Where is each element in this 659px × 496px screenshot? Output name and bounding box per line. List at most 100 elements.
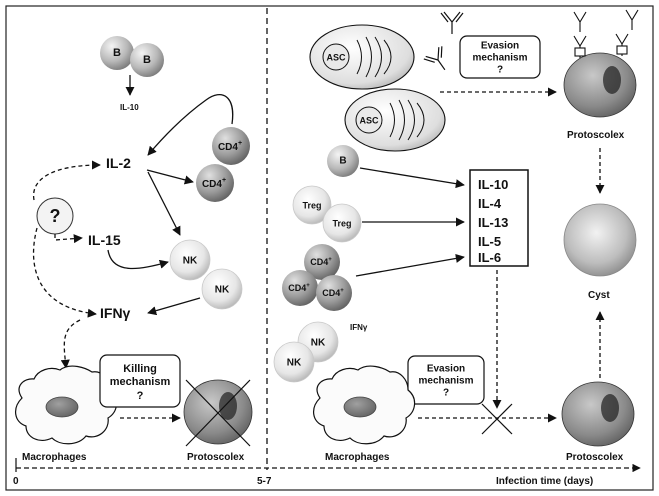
treg-cell-1-label: Treg [302,200,321,210]
cross-line-2 [185,379,251,447]
treg-cell-2-label: Treg [332,218,351,228]
protoscolex-bottom [561,381,635,447]
cd4-cell-1 [212,127,250,165]
macrophage-right-nucleus [343,396,377,418]
right-panel: ASC ASC Evasion mechanism ? [273,9,639,463]
asc-cell-1-er-4 [383,39,392,75]
evasion-top-line1: Evasion [481,41,519,52]
evasion-bottom-line2: mechanism [418,376,473,387]
treg-cell-2 [322,203,362,243]
protoscolex-bottom-dark-spot [601,394,619,422]
antibody-icon-2 [423,46,446,71]
cytokine-il10: IL-10 [478,177,508,192]
cytokine-il4: IL-4 [478,196,502,211]
il2-to-nk-arrow [147,171,181,236]
time-axis-start-label: 0 [13,476,19,487]
b-cell-right [327,145,359,177]
cyst [563,203,637,277]
treg-cell-1 [292,185,332,225]
q-to-il2-arrow [33,160,101,201]
nk-right-2 [273,341,315,383]
nk-to-ifng-arrow [147,297,201,316]
nk-right-2-label: NK [287,358,302,369]
q-to-il15-arrow [54,234,83,244]
cd4-to-cytokines-arrow [355,253,465,277]
killing-mechanism-line2: mechanism [110,376,171,388]
bound-antibody-icon-2 [615,33,629,56]
protoscolex-bottom-label: Protoscolex [566,452,624,463]
b-to-cytokines-arrow [359,167,465,189]
cd4-cell-2-label: CD4+ [202,177,226,190]
cd4-right-3 [316,275,352,311]
evasion-mechanism-box-bottom [407,355,485,405]
cytokine-il5: IL-5 [478,234,501,249]
b-cell-2 [130,43,164,77]
cyst-label: Cyst [588,290,610,301]
ifng-to-macrophage-arrow [60,319,81,369]
cytokine-il6: IL-6 [478,250,501,265]
antibody-icon-1 [440,11,464,34]
protoscolex-left [183,379,253,445]
il2-label: IL-2 [106,155,131,171]
bound-antibody-icon-1 [573,35,587,58]
macrophages-left-label: Macrophages [22,452,87,463]
b-cell-1 [100,36,134,70]
b-cell-right-label: B [339,156,346,167]
nk-cell-1 [169,239,211,281]
asc-cell-1-er-1 [356,39,362,75]
cd4-to-il2-feedback-arrow [147,94,234,156]
evasion-bottom-line3: ? [443,388,449,399]
protoscolex-left-label: Protoscolex [187,452,245,463]
time-axis-label: Infection time (days) [496,476,593,487]
macrophage-left-nucleus [45,396,79,418]
asc-cell-2-er-3 [407,99,415,141]
evasion-mechanism-box-top [459,35,541,79]
asc-cell-2-nucleus [355,106,383,134]
il15-to-nk-arrow [107,249,169,270]
il2-to-cd4-arrow [146,169,194,185]
il10-small-label: IL-10 [120,103,139,112]
cd4-cell-1-label: CD4+ [218,140,242,153]
asc-cell-2-er-2 [398,99,405,141]
cd4-right-3-label: CD4+ [322,288,344,299]
nk-cell-1-label: NK [183,256,198,267]
asc-cell-2-label: ASC [359,115,379,125]
asc-cell-2-er-1 [389,102,395,138]
asc-cell-1-nucleus [322,43,350,71]
b-cell-2-label: B [143,54,151,66]
protoscolex-left-dark-spot [219,392,237,420]
asc-cell-1-label: ASC [326,52,346,62]
il15-label: IL-15 [88,232,121,248]
killing-mechanism-line3: ? [137,390,144,402]
protoscolex-top [563,52,637,118]
protoscolex-top-dark-spot [603,66,621,94]
asc-cell-2-er-4 [416,102,425,138]
cytokine-box [469,169,529,267]
time-axis-mid-label: 5-7 [257,476,272,487]
protoscolex-top-label: Protoscolex [567,130,625,141]
asc-cell-1-er-3 [374,36,382,78]
bound-antibody-icon-4 [573,11,587,32]
nk-right-1-label: NK [311,338,326,349]
block-x-line-2 [481,403,513,435]
cd4-right-2 [282,270,318,306]
cd4-cell-2 [196,164,234,202]
nk-cell-2 [201,268,243,310]
b-cell-1-label: B [113,47,121,59]
killing-mechanism-line1: Killing [123,363,157,375]
macrophages-right-label: Macrophages [325,452,390,463]
evasion-top-line3: ? [497,65,503,76]
killing-mechanism-box [99,354,181,408]
cd4-right-1-label: CD4+ [310,257,332,268]
unknown-factor-label: ? [50,206,61,226]
time-axis: 0 5-7 Infection time (days) [13,458,641,487]
evasion-bottom-line1: Evasion [427,364,465,375]
ifng-small-label: IFNγ [350,323,368,332]
bound-antibody-icon-3 [625,9,639,30]
q-to-ifng-arrow [33,227,97,318]
cd4-right-1 [304,244,340,280]
evasion-top-line2: mechanism [472,53,527,64]
cytokine-il13: IL-13 [478,215,508,230]
cd4-right-2-label: CD4+ [288,283,310,294]
